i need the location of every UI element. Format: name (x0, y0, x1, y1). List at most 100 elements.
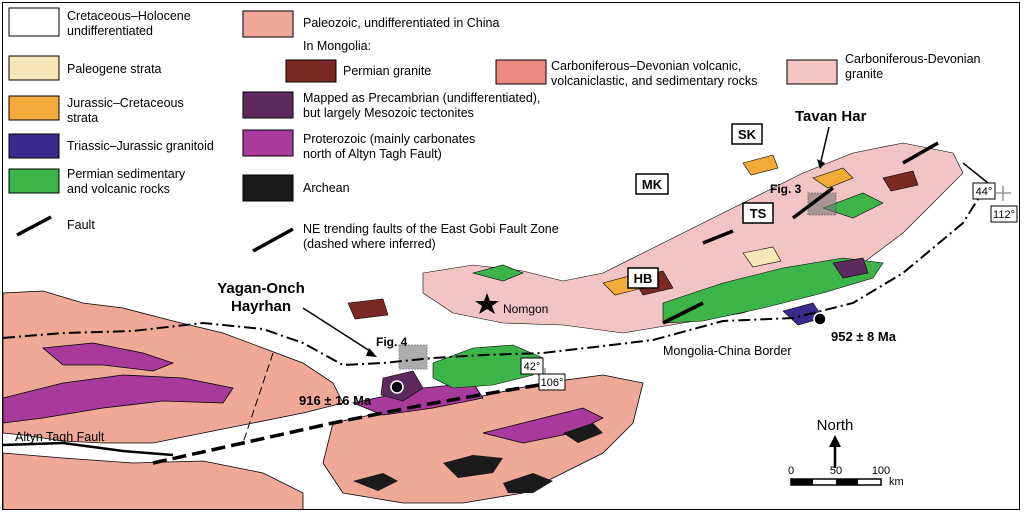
yagan-label-line1: Yagan-Onch (217, 280, 305, 297)
legend-label-carb-dev-volcanic: Carboniferous–Devonian volcanic, (551, 59, 741, 73)
fig3-label: Fig. 3 (770, 182, 802, 196)
permian-belt (471, 264, 524, 282)
scale-100: 100 (872, 465, 890, 477)
jurassic-body (812, 167, 854, 189)
legend-label-proterozoic: Proterozoic (mainly carbonates (303, 132, 475, 146)
legend-label-triassic: Triassic–Jurassic granitoid (67, 139, 214, 153)
geologic-map: Yagan-Onch Hayrhan Tavan Har SK MK TS HB… (3, 7, 1018, 509)
scale-unit: km (889, 476, 904, 488)
map-area (3, 126, 1011, 509)
lon106-label: 106° (541, 377, 564, 389)
ne-fault-line (902, 141, 939, 165)
yagan-arrow (302, 307, 374, 354)
precambrian-mapped-body (832, 257, 869, 279)
legend-label-archean: Archean (303, 181, 350, 195)
yagan-arrow-head (366, 348, 377, 357)
fault-line (242, 352, 274, 444)
age-952-label: 952 ± 8 Ma (831, 329, 897, 344)
archean-body (503, 473, 553, 493)
legend-swatch-paleogene (8, 55, 60, 81)
lat44-label: 44° (976, 186, 993, 198)
jurassic-body (742, 154, 779, 176)
permian-granite-body (347, 298, 389, 320)
proterozoic-band (482, 407, 604, 444)
legend-label-ne-fault-2: (dashed where inferred) (303, 237, 436, 251)
archean-body (443, 455, 503, 478)
fault-line (962, 162, 989, 184)
legend-swatch-paleozoic-china (242, 10, 294, 38)
legend-label-precambrian-2: but largely Mesozoic tectonites (303, 106, 474, 120)
mk-label: MK (642, 177, 663, 192)
hb-label-box (627, 267, 659, 289)
legend-swatch-proterozoic (242, 129, 294, 157)
legend: Cretaceous–Holocene undifferentiated Pal… (8, 7, 981, 253)
archean-body (563, 423, 603, 443)
archean-body (353, 473, 398, 491)
sample-site-916-icon (390, 380, 404, 394)
legend-label-permian-2: and volcanic rocks (67, 182, 170, 196)
tavan-har-arrow (820, 126, 830, 162)
legend-fault-symbol (16, 215, 52, 237)
sample-site-952-icon (813, 312, 827, 326)
legend-label-proterozoic-2: north of Altyn Tagh Fault) (303, 147, 442, 161)
north-arrow: North (817, 417, 854, 468)
permian-belt (822, 192, 884, 219)
permian-granite-body (882, 170, 919, 192)
lon112-label: 112° (993, 209, 1015, 221)
legend-label-cretaceous: Cretaceous–Holocene (67, 9, 191, 23)
legend-swatch-jurassic (8, 95, 60, 121)
legend-swatch-carb-dev-volcanic (495, 59, 547, 85)
legend-label-permian: Permian sedimentary (67, 167, 186, 181)
ne-fault-line (702, 229, 734, 245)
legend-swatch-permian-granite (285, 59, 337, 83)
scale-bar: 0 50 100 km (788, 465, 904, 488)
legend-label-carb-dev-granite: Carboniferous-Devonian (845, 52, 981, 66)
lon112-box (990, 205, 1018, 223)
nomgon-label: Nomgon (503, 302, 548, 316)
ne-fault-line (791, 186, 835, 220)
legend-swatch-permian (8, 168, 60, 194)
permian-belt (662, 257, 884, 324)
tavan-har-arrow-head (817, 159, 825, 169)
north-arrow-icon (829, 435, 841, 447)
ne-fault-line (662, 301, 704, 325)
legend-swatch-cretaceous (8, 7, 60, 37)
proterozoic-band (42, 342, 175, 372)
tavan-har-label: Tavan Har (795, 108, 867, 125)
nomgon-star-icon (475, 293, 499, 314)
proterozoic-band (3, 374, 234, 424)
legend-swatch-precambrian (242, 91, 294, 119)
ts-label: TS (750, 206, 767, 221)
legend-mongolia-header: In Mongolia: (303, 39, 371, 53)
legend-label-fault: Fault (67, 218, 95, 232)
lat42-box (520, 357, 544, 375)
ts-label-box (742, 202, 774, 224)
lat44-box (972, 182, 996, 200)
legend-label-jurassic-2: strata (67, 111, 98, 125)
fig4-label: Fig. 4 (376, 335, 408, 349)
legend-label-paleogene: Paleogene strata (67, 62, 162, 76)
altyn-tagh-label: Altyn Tagh Fault (15, 430, 105, 444)
fig4-area (398, 344, 428, 370)
coord-marker-44-112 (996, 186, 1011, 201)
north-label: North (817, 417, 854, 434)
paleozoic-china-region (3, 452, 304, 509)
legend-label-carb-dev-granite-2: granite (845, 67, 883, 81)
legend-label-permian-granite: Permian granite (343, 64, 431, 78)
border-label: Mongolia-China Border (663, 344, 792, 358)
map-labels: Yagan-Onch Hayrhan Tavan Har SK MK TS HB… (15, 108, 1018, 444)
scale-0: 0 (788, 465, 794, 477)
sk-label-box (731, 123, 763, 145)
scale-50: 50 (830, 465, 842, 477)
legend-swatch-carb-dev-granite (786, 59, 838, 85)
fig3-area (807, 192, 837, 216)
lat42-label: 42° (524, 361, 541, 373)
legend-label-ne-fault: NE trending faults of the East Gobi Faul… (303, 222, 559, 236)
lon106-box (538, 373, 566, 391)
mk-label-box (635, 173, 669, 195)
legend-label-carb-dev-volcanic-2: volcaniclastic, and sedimentary rocks (551, 74, 757, 88)
ne-fault-line (152, 379, 564, 465)
legend-swatch-archean (242, 174, 294, 202)
hb-label: HB (634, 271, 653, 286)
